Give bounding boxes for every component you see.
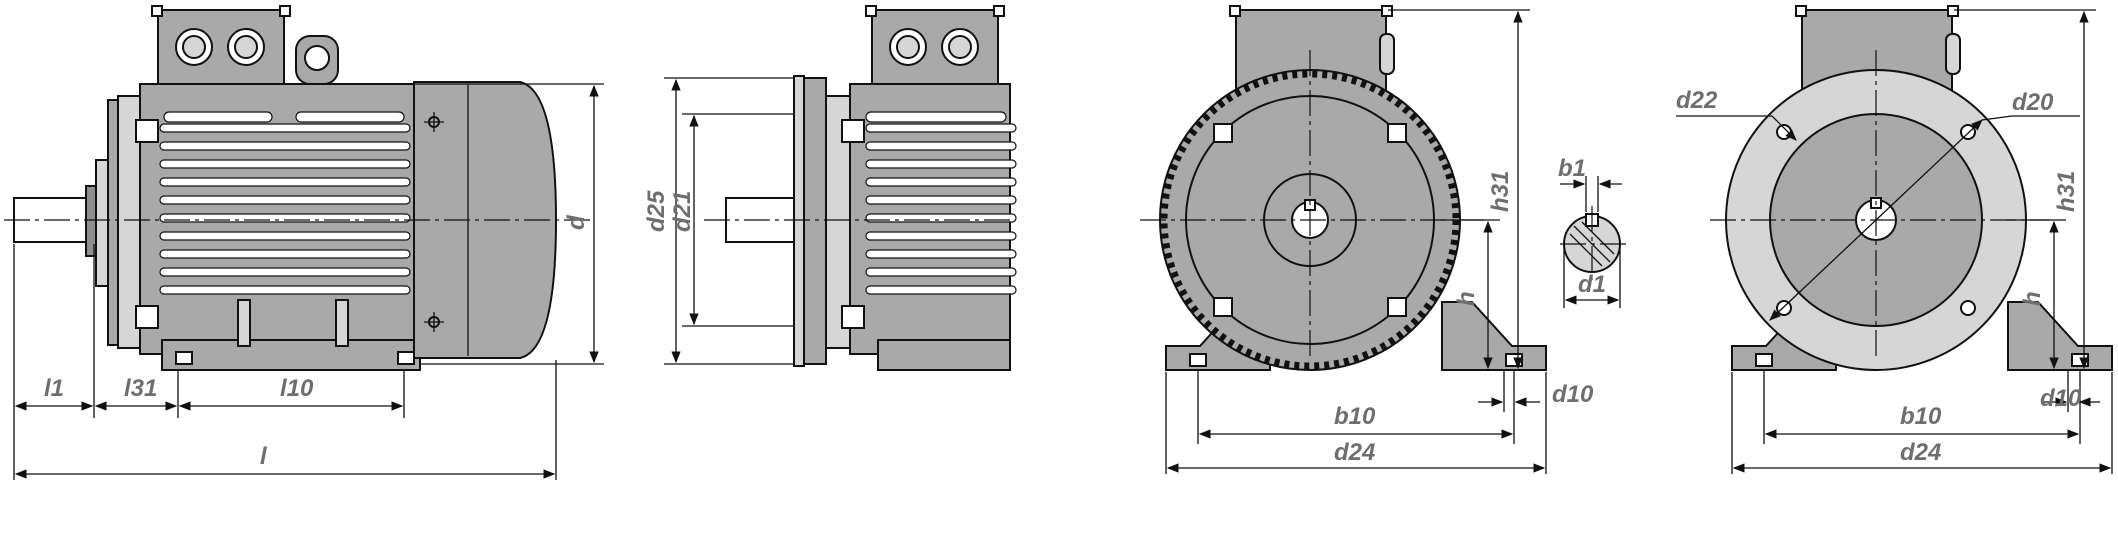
label-d20: d20: [2012, 89, 2054, 116]
side-view-foot-mounted: d l1 l31 l10 l: [4, 5, 604, 480]
label-b1: b1: [1558, 155, 1586, 182]
flange-hole: [1960, 124, 1976, 140]
flange-hole: [1960, 300, 1976, 316]
label-b10: b10: [1334, 403, 1376, 430]
label-l1: l1: [44, 375, 64, 402]
right-foot: [2007, 301, 2113, 371]
label-l31: l31: [124, 375, 157, 402]
motor-feet: [161, 339, 421, 371]
mounting-flange: [793, 75, 805, 367]
label-l: l: [260, 443, 268, 470]
cooling-ribs: [159, 123, 411, 295]
label-d10: d10: [2040, 385, 2082, 412]
label-h: h: [2019, 291, 2046, 306]
side-view-flange-mounted: d25 d21: [643, 5, 1017, 371]
right-foot: [1441, 301, 1547, 371]
front-view-foot-mounted: h31 h b10 d24 d10: [1140, 5, 1594, 474]
label-d24: d24: [1900, 439, 1941, 466]
label-h31: h31: [1487, 171, 1514, 212]
label-d: d: [563, 214, 590, 230]
label-d22: d22: [1676, 87, 1718, 114]
label-h: h: [1453, 291, 1480, 306]
label-d25: d25: [643, 190, 670, 232]
label-d24: d24: [1334, 439, 1375, 466]
label-b10: b10: [1900, 403, 1942, 430]
label-l10: l10: [280, 375, 314, 402]
label-d21: d21: [669, 191, 696, 232]
flange-hole: [1776, 300, 1792, 316]
label-h31: h31: [2053, 171, 2080, 212]
label-d1: d1: [1578, 271, 1606, 298]
cooling-ribs: [865, 123, 1017, 295]
front-view-flange-mounted: d20 d22 h31 h b10 d24 d10: [1676, 5, 2113, 474]
shaft-key-section: b1 d1: [1558, 155, 1628, 308]
label-d10: d10: [1552, 381, 1594, 408]
